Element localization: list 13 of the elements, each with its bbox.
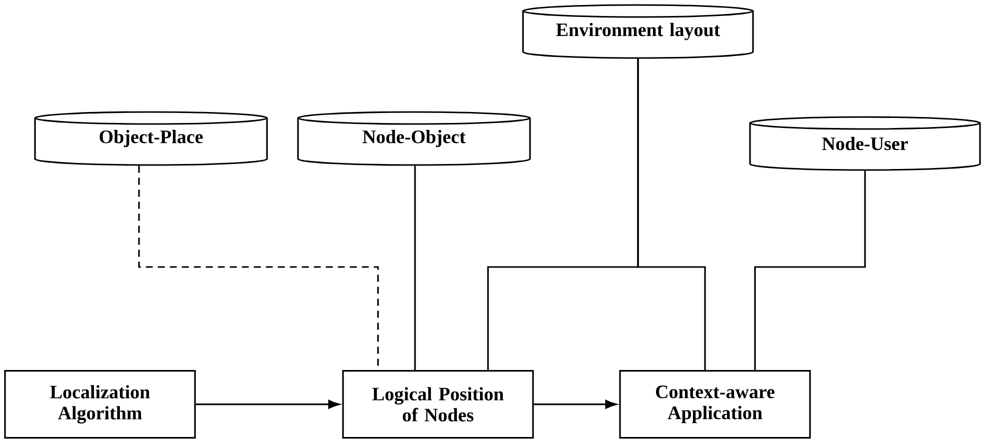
- connector-line: [754, 170, 866, 370]
- process-box: Context-aware Application: [619, 370, 811, 439]
- database-disk: Node-User: [749, 116, 981, 171]
- arrow: [196, 400, 340, 409]
- database-disk: Node-Object: [297, 111, 531, 166]
- database-disk: Environment layout: [522, 4, 754, 59]
- arrow: [534, 400, 617, 409]
- process-box: Localization Algorithm: [4, 370, 196, 439]
- process-box: Logical Position of Nodes: [342, 370, 534, 439]
- database-disk: Object-Place: [34, 111, 268, 166]
- connector-line: [637, 58, 706, 370]
- node-label: Node-User: [822, 136, 908, 150]
- connector-line: [414, 166, 416, 370]
